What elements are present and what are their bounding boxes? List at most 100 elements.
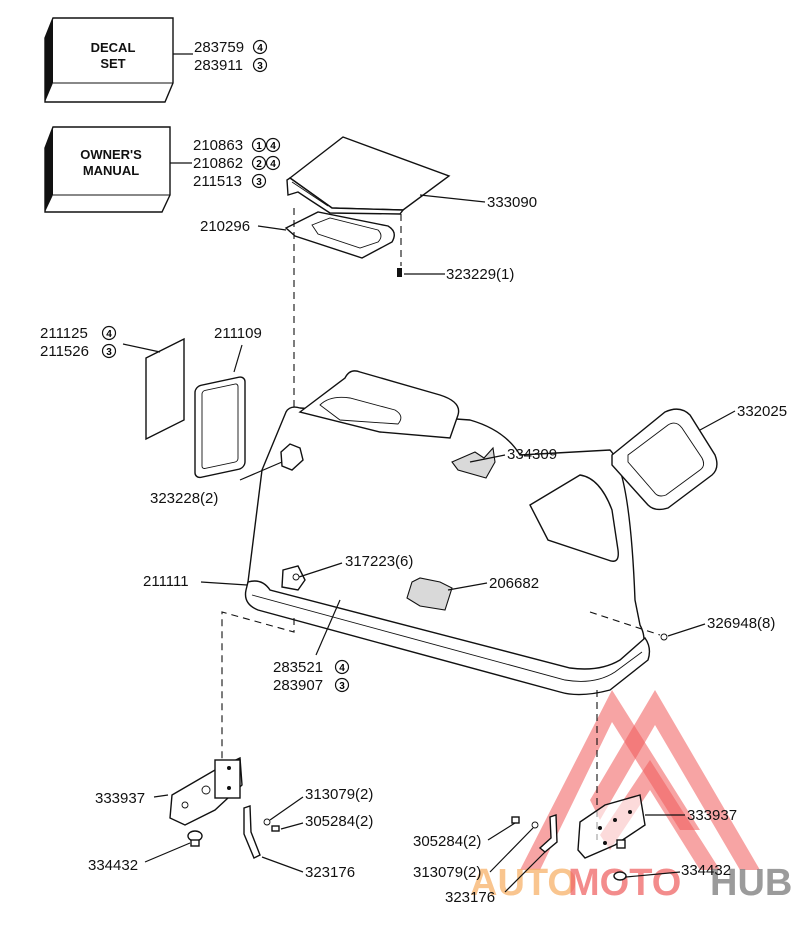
label-206682: 206682 bbox=[489, 575, 539, 592]
svg-text:2: 2 bbox=[256, 159, 262, 170]
label-211526: 211526 3 bbox=[40, 343, 117, 360]
window-frame-part bbox=[194, 376, 246, 479]
svg-text:283907: 283907 bbox=[273, 677, 323, 694]
svg-text:210862: 210862 bbox=[193, 155, 243, 172]
owners-manual-line-1: OWNER'S bbox=[80, 147, 142, 162]
guide-line bbox=[221, 611, 295, 760]
foam-pad-side bbox=[406, 577, 453, 611]
leader-line bbox=[233, 344, 243, 373]
leader-line bbox=[298, 562, 343, 578]
svg-text:3: 3 bbox=[106, 347, 112, 358]
label-decal-2: 283911 3 bbox=[194, 57, 268, 74]
label-283907: 283907 3 bbox=[273, 677, 350, 694]
watermark-logo: AUTO MOTO HUB bbox=[470, 690, 792, 904]
label-323176-right: 323176 bbox=[445, 889, 495, 906]
cover-gasket-part bbox=[284, 211, 395, 259]
label-334432-right: 334432 bbox=[681, 862, 731, 879]
svg-text:3: 3 bbox=[339, 681, 345, 692]
svg-text:1: 1 bbox=[256, 141, 262, 152]
watermark-text-auto: AUTO bbox=[470, 862, 577, 904]
label-333090: 333090 bbox=[487, 194, 537, 211]
guide-line bbox=[589, 611, 661, 636]
leader-line bbox=[144, 842, 191, 863]
label-manual-1: 210863 1 4 bbox=[193, 137, 281, 154]
washer-part bbox=[263, 818, 271, 826]
svg-text:210863: 210863 bbox=[193, 137, 243, 154]
svg-text:283911: 283911 bbox=[194, 57, 243, 74]
label-211109: 211109 bbox=[214, 325, 262, 342]
washer-part bbox=[531, 821, 539, 829]
foam-pad-top bbox=[451, 446, 496, 479]
label-334309: 334309 bbox=[507, 446, 557, 463]
label-manual-3: 211513 3 bbox=[193, 173, 267, 190]
leader-line bbox=[200, 581, 248, 586]
svg-text:4: 4 bbox=[257, 43, 263, 54]
decal-set-box: DECAL SET bbox=[44, 17, 174, 103]
bracket-left-part bbox=[243, 805, 261, 859]
screw-part bbox=[397, 268, 402, 277]
screw-part bbox=[660, 633, 668, 641]
bumper-right-part bbox=[613, 871, 627, 881]
bumper-left-part bbox=[187, 830, 203, 847]
leader-line bbox=[469, 454, 506, 463]
leader-line bbox=[419, 194, 486, 203]
label-305284-left: 305284(2) bbox=[305, 813, 373, 830]
svg-text:4: 4 bbox=[270, 141, 276, 152]
leader-line bbox=[280, 822, 304, 830]
leader-line bbox=[667, 623, 706, 637]
label-323228: 323228(2) bbox=[150, 490, 218, 507]
leader-line bbox=[122, 343, 161, 353]
window-decal-part bbox=[145, 337, 185, 441]
label-211125: 211125 4 bbox=[40, 325, 117, 342]
label-313079-right: 313079(2) bbox=[413, 864, 481, 881]
leader-line bbox=[257, 225, 287, 231]
label-332025: 332025 bbox=[737, 403, 787, 420]
leader-line bbox=[447, 582, 488, 591]
owners-manual-box: OWNER'S MANUAL bbox=[44, 126, 171, 213]
rear-window-part bbox=[611, 408, 718, 511]
screw-part bbox=[271, 825, 280, 832]
watermark-triangle-right bbox=[590, 690, 760, 870]
leader-line bbox=[315, 599, 341, 656]
leader-line bbox=[625, 871, 681, 878]
svg-text:3: 3 bbox=[256, 177, 262, 188]
decal-set-line-2: SET bbox=[100, 56, 125, 71]
leader-line bbox=[487, 822, 516, 841]
svg-text:283759: 283759 bbox=[194, 39, 244, 56]
leader-line bbox=[489, 827, 534, 873]
watermark-triangle-left bbox=[520, 690, 700, 870]
label-326948: 326948(8) bbox=[707, 615, 775, 632]
label-333937-left: 333937 bbox=[95, 790, 145, 807]
watermark-triangle-inner bbox=[600, 760, 720, 870]
svg-text:283521: 283521 bbox=[273, 659, 323, 676]
latch-left-part bbox=[169, 756, 243, 826]
leader-line bbox=[261, 856, 304, 873]
label-283521: 283521 4 bbox=[273, 659, 350, 676]
svg-text:4: 4 bbox=[270, 159, 276, 170]
leader-line bbox=[239, 461, 283, 481]
label-317223: 317223(6) bbox=[345, 553, 413, 570]
side-grommet bbox=[280, 443, 304, 471]
engine-hood-part bbox=[244, 370, 651, 696]
svg-text:4: 4 bbox=[106, 329, 112, 340]
label-334432-left: 334432 bbox=[88, 857, 138, 874]
screw-part bbox=[511, 816, 520, 824]
label-decal-1: 283759 4 bbox=[194, 39, 268, 56]
label-manual-2: 210862 2 4 bbox=[193, 155, 281, 172]
owners-manual-line-2: MANUAL bbox=[83, 163, 139, 178]
leader-line bbox=[504, 851, 546, 893]
watermark-text-hub: HUB bbox=[710, 862, 792, 904]
leader-line bbox=[153, 794, 169, 798]
label-323229: 323229(1) bbox=[446, 266, 514, 283]
leader-line bbox=[699, 410, 736, 431]
label-210296: 210296 bbox=[200, 218, 250, 235]
decal-set-line-1: DECAL bbox=[91, 40, 136, 55]
svg-text:211513: 211513 bbox=[193, 173, 242, 190]
svg-text:4: 4 bbox=[339, 663, 345, 674]
label-333937-right: 333937 bbox=[687, 807, 737, 824]
watermark-text-moto: MOTO bbox=[568, 862, 681, 904]
top-cover-part bbox=[286, 136, 451, 215]
label-313079-left: 313079(2) bbox=[305, 786, 373, 803]
svg-text:211526: 211526 bbox=[40, 343, 89, 360]
leader-line bbox=[269, 796, 304, 821]
